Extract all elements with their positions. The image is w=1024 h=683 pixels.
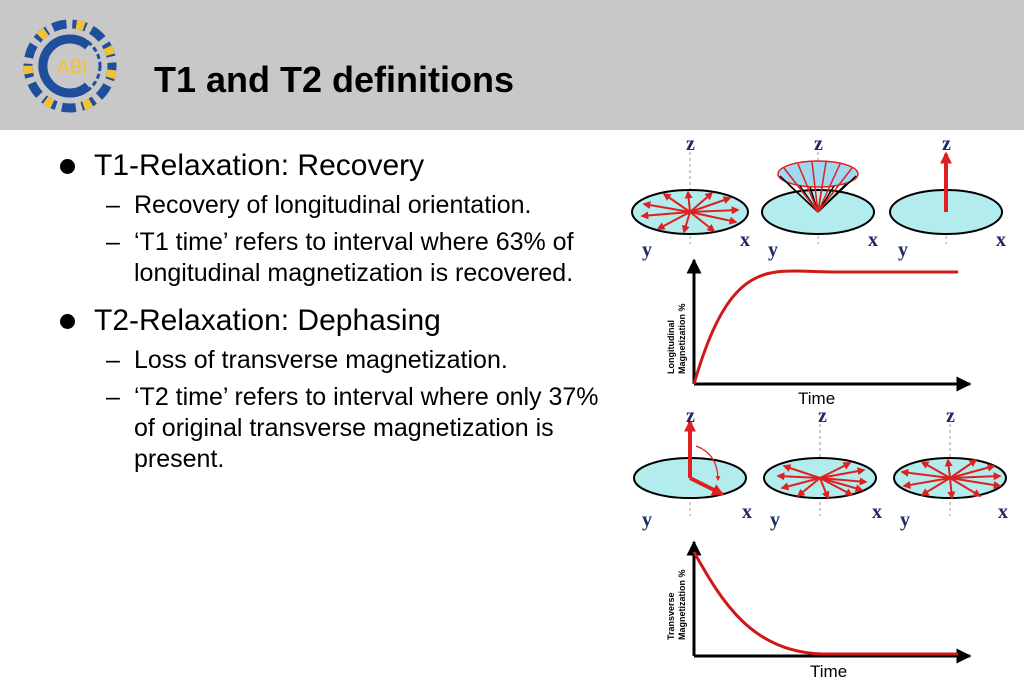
bullet-dot-icon [60,314,75,329]
t2-xlabel: Time [810,662,847,681]
x-axis-label: x [996,229,1006,251]
dash-marker: – [106,346,120,374]
bullet-t1-heading: T1-Relaxation: Recovery [56,148,616,184]
x-axis-label: x [740,229,750,251]
t2-disc-3 [893,424,1007,516]
dash-marker: – [106,228,120,256]
logo-text: ABI [57,57,88,78]
z-axis-label: z [946,405,955,427]
sub-bullet: – ‘T1 time’ refers to interval where 63%… [56,227,604,289]
z-axis-label: z [942,133,951,155]
y-axis-label: y [642,239,652,261]
abi-logo-icon: ABI [23,19,117,113]
bullet-list: T1-Relaxation: Recovery – Recovery of lo… [56,148,616,481]
t1-item-2: ‘T1 time’ refers to interval where 63% o… [134,228,574,287]
sub-bullet: – Recovery of longitudinal orientation. [56,190,604,221]
bullet-dot-icon [60,159,75,174]
t2-heading-text: T2-Relaxation: Dephasing [94,304,441,337]
x-axis-label: x [868,229,878,251]
x-axis-label: x [872,501,882,523]
t2-ylabel-line1: Transverse [666,592,676,640]
dash-marker: – [106,191,120,219]
y-axis-label: y [642,509,652,531]
t1-disc-3 [889,151,1003,244]
t1-ylabel-line2: Magnetization % [677,303,687,374]
t1-item-1: Recovery of longitudinal orientation. [134,191,532,219]
t1-recovery-graph: Time Longitudinal Magnetization % [666,258,972,408]
header-bar: ABI T1 and T2 definitions [0,0,1024,130]
y-axis-label: y [898,239,908,261]
y-axis-label: y [770,509,780,531]
sub-bullet: – Loss of transverse magnetization. [56,345,604,376]
z-axis-label: z [818,405,827,427]
t2-disc-1 [633,419,747,516]
dash-marker: – [106,383,120,411]
t2-decay-curve [692,551,958,656]
t1-heading-text: T1-Relaxation: Recovery [94,149,425,182]
y-axis-label: y [900,509,910,531]
t1-disc-2 [761,152,875,244]
z-axis-label: z [814,133,823,155]
t1-xlabel: Time [798,389,835,408]
x-axis-label: x [998,501,1008,523]
x-axis-label: x [742,501,752,523]
t1-ylabel-line1: Longitudinal [666,320,676,374]
z-axis-label: z [686,133,695,155]
y-axis-label: y [768,239,778,261]
t2-disc-2 [763,424,877,516]
t2-decay-graph: Time Transverse Magnetization % [666,540,972,681]
t1-recovery-curve [692,269,958,385]
t1-disc-1 [631,152,749,244]
t2-ylabel-line2: Magnetization % [677,569,687,640]
bullet-t2-heading: T2-Relaxation: Dephasing [56,303,616,339]
sub-bullet: – ‘T2 time’ refers to interval where onl… [56,382,604,475]
z-axis-label: z [686,405,695,427]
relaxation-diagram: z y x z y x z y x [631,133,1008,681]
t2-item-1: Loss of transverse magnetization. [134,346,508,374]
page-title: T1 and T2 definitions [154,59,515,100]
t2-item-2: ‘T2 time’ refers to interval where only … [134,383,599,473]
